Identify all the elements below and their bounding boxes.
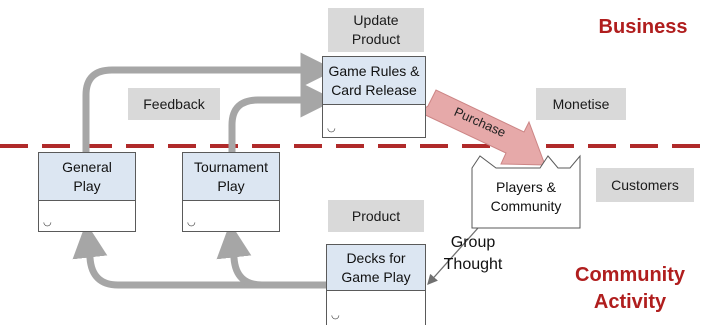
- arrow-tournament-to-rules: [228, 82, 336, 152]
- node-general-play: General Play ◡︎: [38, 152, 136, 232]
- tag-customers: Customers: [596, 168, 694, 202]
- arrow-general-to-rules: [82, 52, 336, 152]
- process-loop-icon: ◡︎: [43, 217, 52, 228]
- node-tournament-play-title: Tournament Play: [183, 153, 279, 201]
- process-loop-icon: ◡︎: [187, 217, 196, 228]
- node-general-play-title: General Play: [39, 153, 135, 201]
- node-players-community-title: Players & Community: [490, 179, 562, 214]
- process-loop-icon: ◡︎: [331, 310, 340, 321]
- node-game-rules: Game Rules & Card Release ◡︎: [322, 56, 426, 138]
- group-thought-label: Group Thought: [443, 234, 503, 273]
- arrow-decks-to-tournament: [216, 222, 326, 289]
- tag-feedback: Feedback: [128, 88, 220, 120]
- node-decks: Decks for Game Play ◡︎: [326, 244, 426, 325]
- process-loop-icon: ◡︎: [327, 123, 336, 134]
- tag-product: Product: [328, 200, 424, 232]
- players-community-shape: [471, 154, 581, 229]
- node-decks-title: Decks for Game Play: [327, 245, 425, 291]
- arrow-decks-to-general: [72, 222, 326, 289]
- node-tournament-play: Tournament Play ◡︎: [182, 152, 280, 232]
- tag-monetise: Monetise: [536, 88, 626, 120]
- arrow-players-to-decks: [427, 227, 479, 285]
- tag-update-product: Update Product: [328, 8, 424, 52]
- node-game-rules-title: Game Rules & Card Release: [323, 57, 425, 105]
- region-community-activity: Community Activity: [575, 264, 685, 313]
- region-business: Business: [598, 16, 688, 38]
